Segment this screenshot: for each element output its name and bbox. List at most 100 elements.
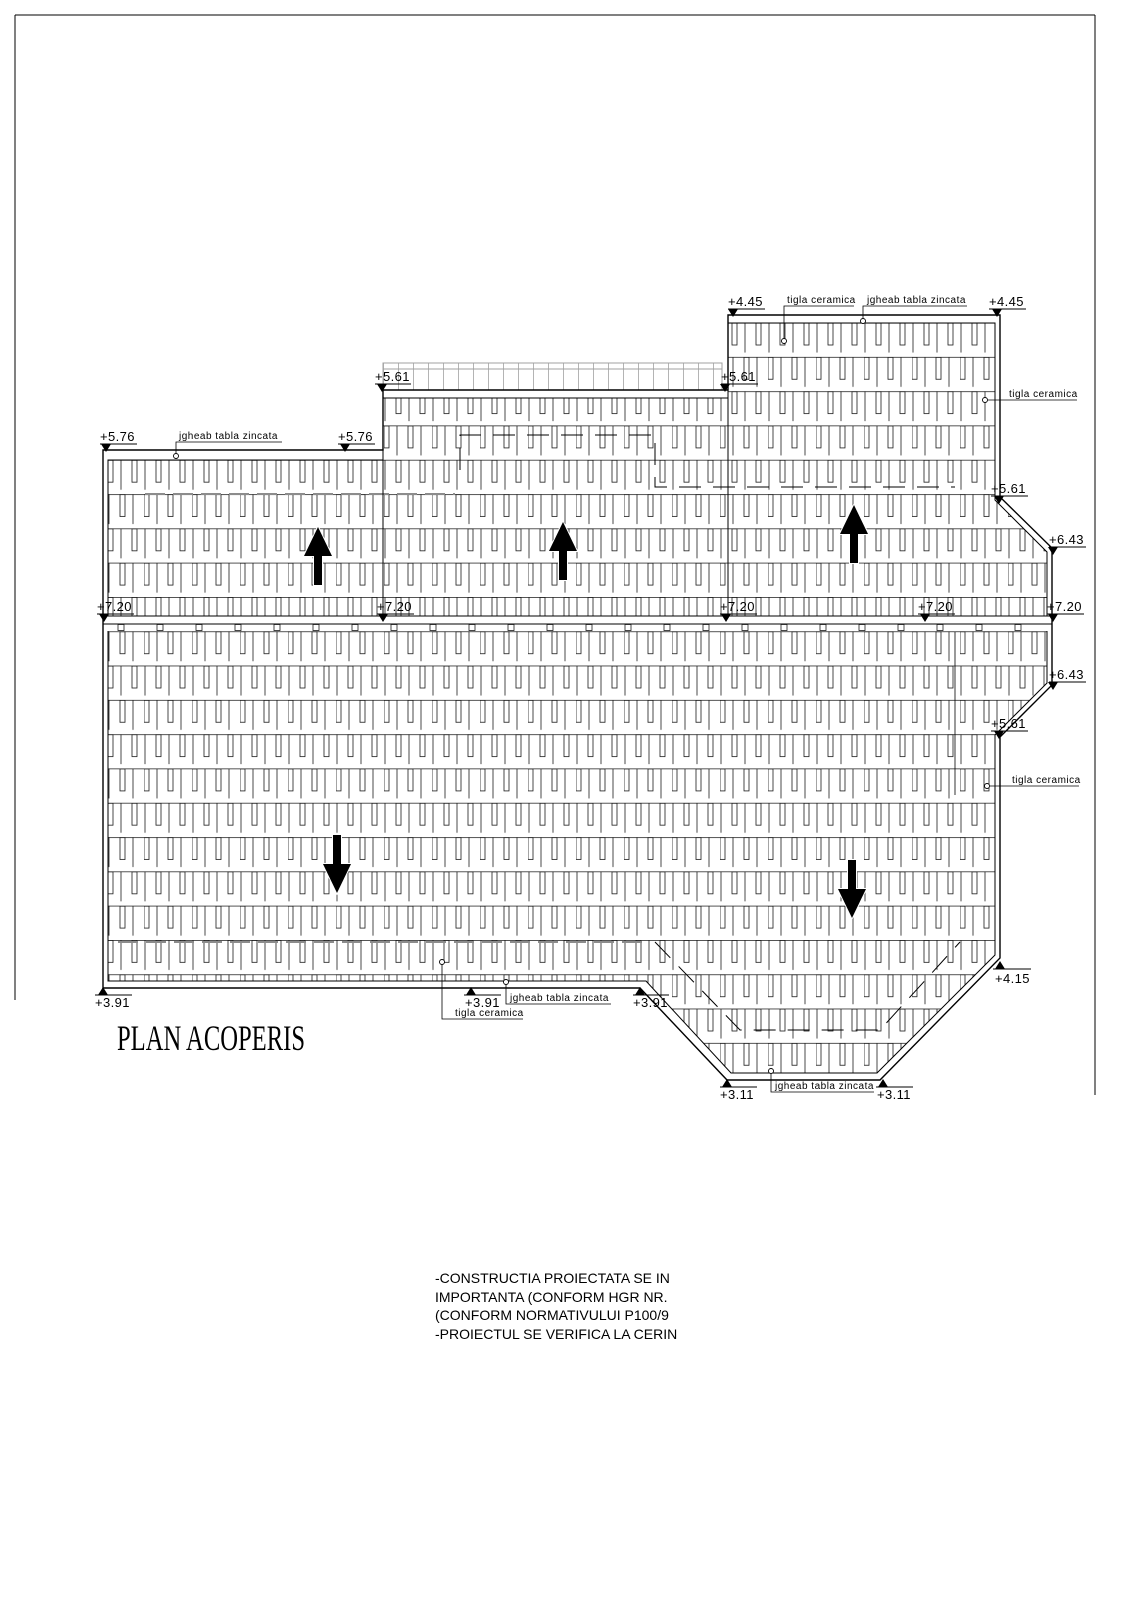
elevation-triangle-icon — [1048, 682, 1058, 690]
elevation-label: +6.43 — [1049, 667, 1084, 682]
slope-arrows — [302, 502, 870, 921]
callout-leader — [862, 305, 967, 318]
elevation-label: +3.91 — [633, 995, 668, 1010]
elevation-label: +7.20 — [918, 599, 953, 614]
elevation-markers: +5.76 +5.76 +5.61 +5.61 +4.45 +4.45 — [95, 294, 1086, 1102]
elevation-label: +7.20 — [1047, 599, 1082, 614]
roof-slope-south-tiles — [108, 631, 1047, 1073]
hidden-lines — [118, 434, 961, 1031]
callout-dot — [768, 1068, 774, 1074]
hidden-line-south — [654, 941, 961, 1031]
callout-label: tigla ceramica — [455, 1008, 524, 1019]
elevation-label: +3.91 — [465, 995, 500, 1010]
elevation-triangle-icon — [992, 309, 1002, 317]
elevation-marker: +5.61 — [991, 481, 1028, 504]
callout-tile: tigla ceramica — [439, 959, 524, 1020]
callout-gutter: jgheab tabla zincata — [503, 979, 611, 1005]
elevation-label: +4.15 — [995, 971, 1030, 986]
callout-label: jgheab tabla zincata — [866, 295, 966, 306]
elevation-triangle-icon — [728, 309, 738, 317]
callout-label: tigla ceramica — [1009, 389, 1078, 400]
elevation-marker: +7.20 — [720, 599, 757, 622]
elevation-triangle-icon — [994, 496, 1004, 504]
elevation-triangle-icon — [721, 614, 731, 622]
elevation-label: +3.91 — [95, 995, 130, 1010]
arrow-down-icon — [321, 834, 353, 896]
elevation-marker: +4.45 — [989, 294, 1026, 317]
elevation-triangle-icon — [920, 614, 930, 622]
elevation-label: +4.45 — [989, 294, 1024, 309]
material-callouts: jgheab tabla zincata tigla ceramica jghe… — [173, 295, 1081, 1093]
gutter-line-south — [107, 631, 1048, 1074]
callout-leader — [441, 965, 523, 1020]
parapet-railing — [382, 362, 723, 391]
elevation-marker: +3.91 — [633, 987, 669, 1010]
elevation-triangle-icon — [635, 987, 645, 995]
elevation-marker: +4.15 — [993, 961, 1031, 986]
callout-leader — [770, 1074, 874, 1093]
elevation-marker: +7.20 — [97, 599, 134, 622]
callout-gutter: jgheab tabla zincata — [768, 1068, 874, 1093]
callout-dot — [982, 397, 988, 403]
gutter-line-west-north — [107, 459, 383, 616]
arrow-down-icon — [836, 859, 868, 921]
elevation-label: +5.61 — [991, 716, 1026, 731]
elevation-label: +6.43 — [1049, 532, 1084, 547]
roof-slope-north-tiles — [108, 323, 1047, 616]
callout-leader — [175, 441, 282, 453]
callout-gutter: jgheab tabla zincata — [860, 295, 967, 324]
elevation-label: +3.11 — [877, 1087, 911, 1102]
arrow-up-icon — [547, 519, 579, 581]
elevation-triangle-icon — [466, 987, 476, 995]
elevation-marker: +5.61 — [991, 716, 1028, 739]
callout-dot — [173, 453, 179, 459]
general-notes: -CONSTRUCTIA PROIECTATA SE IN IMPORTANTA… — [435, 1270, 677, 1342]
callout-dot — [984, 783, 990, 789]
elevation-marker: +3.11 — [720, 1079, 757, 1102]
elevation-marker: +3.91 — [95, 987, 132, 1010]
hidden-line-north — [459, 434, 955, 488]
callout-tile: tigla ceramica — [984, 775, 1081, 789]
gutter-line-east-north — [728, 322, 1048, 616]
elevation-triangle-icon — [101, 444, 111, 452]
elevation-label: +7.20 — [377, 599, 412, 614]
callout-leader — [505, 985, 611, 1005]
gutter-inner-lines — [107, 322, 1048, 1074]
elevation-triangle-icon — [99, 614, 109, 622]
elevation-marker: +5.61 — [720, 369, 758, 392]
callout-dot — [781, 338, 787, 344]
elevation-triangle-icon — [1048, 614, 1058, 622]
elevation-marker: +6.43 — [1048, 667, 1086, 690]
elevation-label: +5.61 — [991, 481, 1026, 496]
note-line: (CONFORM NORMATIVULUI P100/9 — [435, 1307, 669, 1323]
elevation-triangle-icon — [995, 961, 1005, 969]
elevation-label: +5.76 — [338, 429, 373, 444]
callout-label: jgheab tabla zincata — [774, 1081, 874, 1092]
parapet-box — [382, 362, 723, 391]
callout-label: tigla ceramica — [1012, 775, 1081, 786]
elevation-triangle-icon — [720, 384, 730, 392]
elevation-marker: +6.43 — [1048, 532, 1086, 555]
arrow-up-icon — [302, 524, 334, 586]
elevation-label: +5.61 — [721, 369, 756, 384]
elevation-triangle-icon — [340, 444, 350, 452]
elevation-marker: +3.11 — [876, 1079, 913, 1102]
callout-tile: tigla ceramica — [982, 389, 1078, 403]
elevation-triangle-icon — [1048, 547, 1058, 555]
callout-dot — [860, 318, 866, 324]
elevation-marker: +7.20 — [918, 599, 955, 622]
callout-gutter: jgheab tabla zincata — [173, 431, 282, 459]
callout-leader — [783, 305, 854, 338]
elevation-marker: +7.20 — [377, 599, 414, 622]
elevation-marker: +3.91 — [464, 987, 501, 1010]
elevation-marker: +4.45 — [728, 294, 765, 317]
elevation-label: +7.20 — [97, 599, 132, 614]
note-line: -PROIECTUL SE VERIFICA LA CERIN — [435, 1326, 677, 1342]
elevation-triangle-icon — [378, 614, 388, 622]
elevation-triangle-icon — [722, 1079, 732, 1087]
ridge-tiles — [108, 624, 1047, 632]
elevation-marker: +5.76 — [100, 429, 137, 452]
note-line: IMPORTANTA (CONFORM HGR NR. — [435, 1289, 668, 1305]
callout-label: tigla ceramica — [787, 295, 856, 306]
